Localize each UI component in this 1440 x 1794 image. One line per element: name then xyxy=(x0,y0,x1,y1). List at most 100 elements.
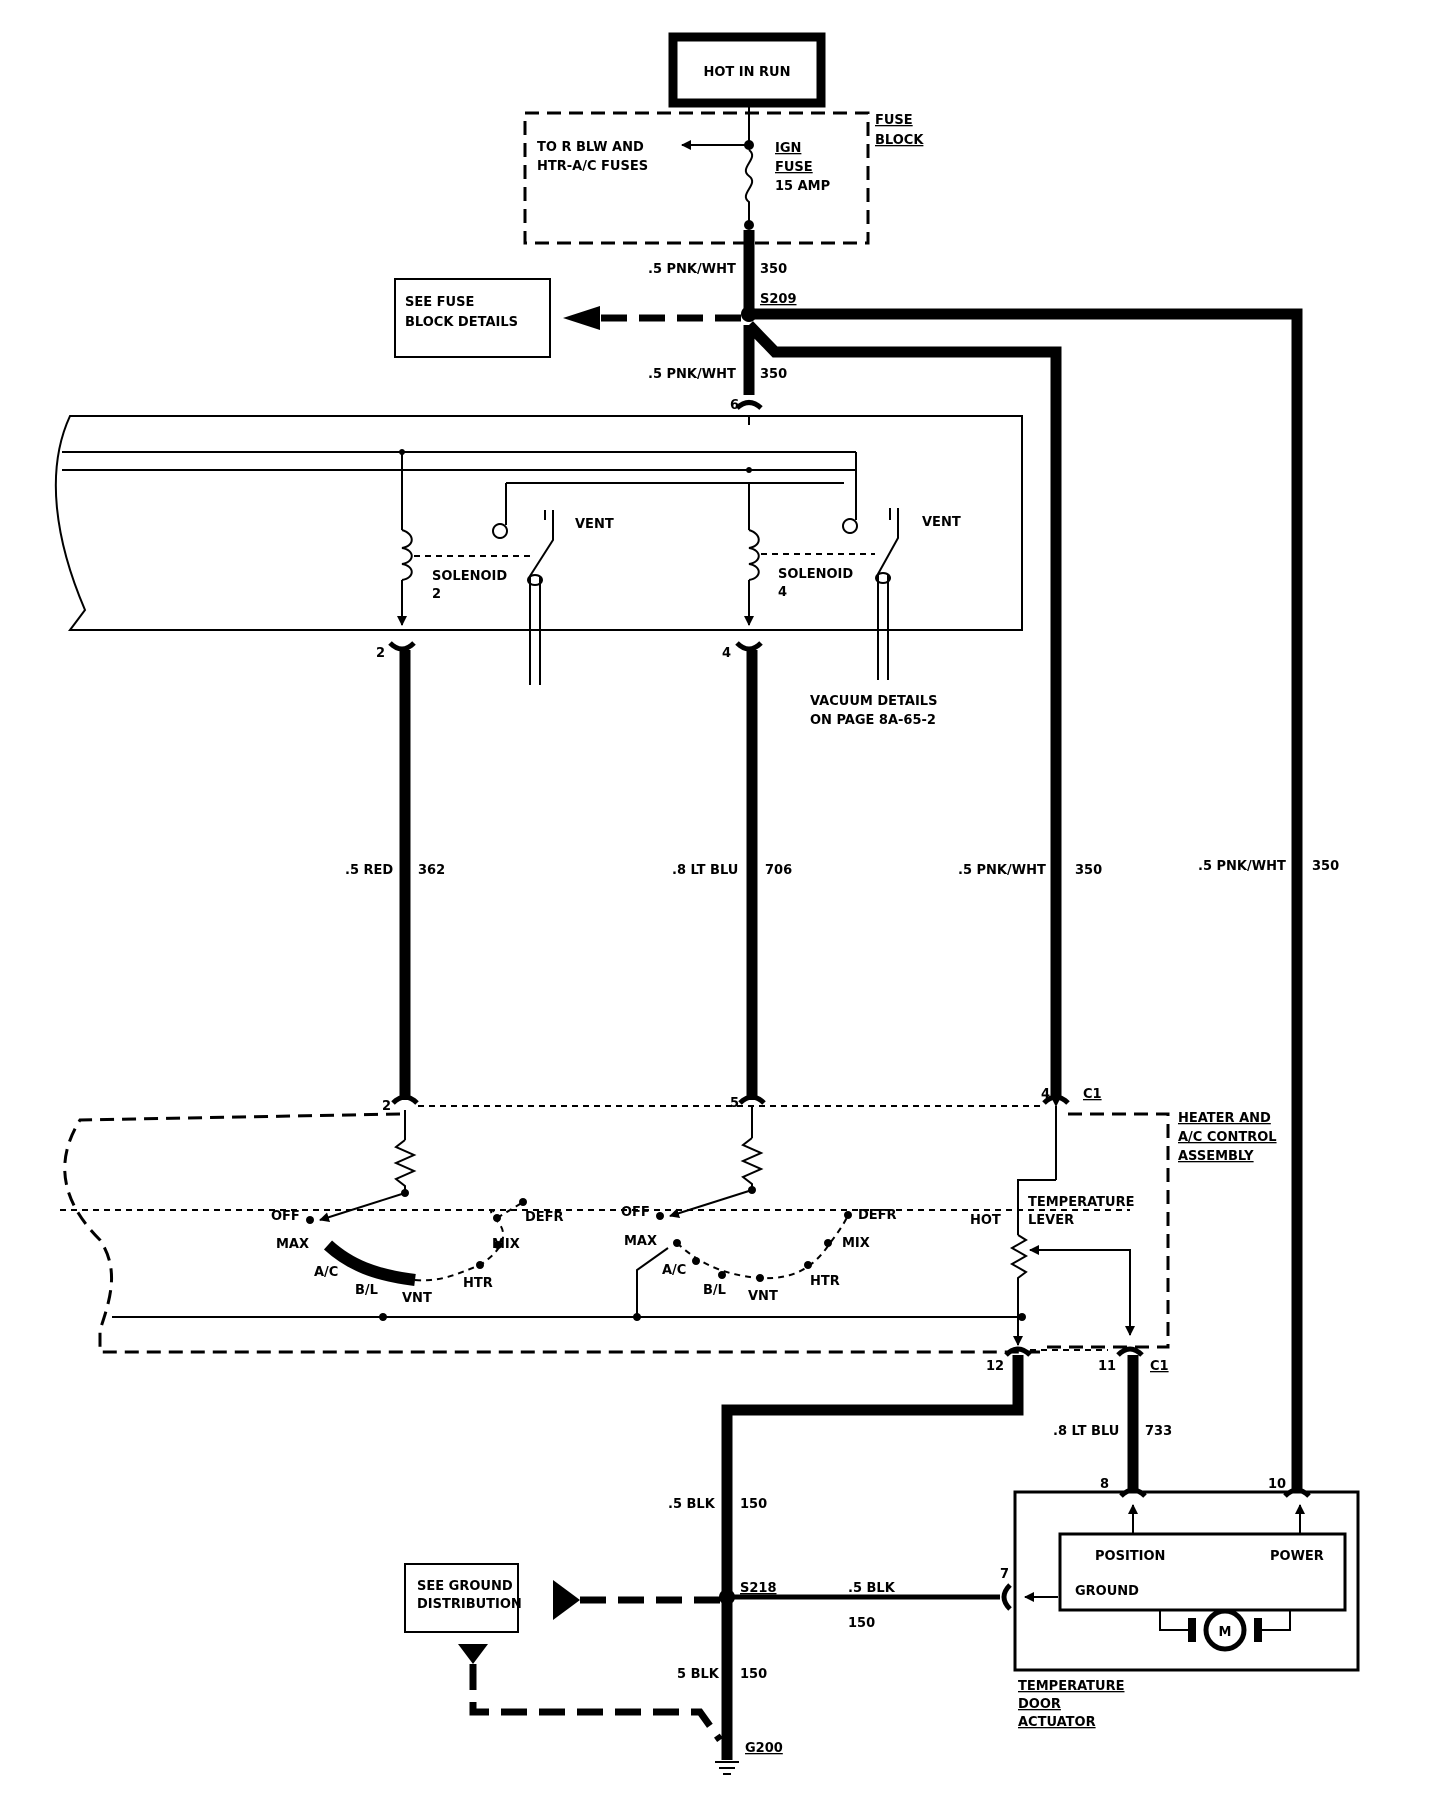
svg-text:HTR: HTR xyxy=(463,1276,493,1291)
heater-ac-control-assembly: HEATER AND A/C CONTROL ASSEMBLY xyxy=(60,1111,1277,1354)
svg-text:ACTUATOR: ACTUATOR xyxy=(1018,1715,1096,1730)
svg-text:LEVER: LEVER xyxy=(1028,1213,1074,1228)
svg-text:OFF: OFF xyxy=(271,1209,300,1224)
svg-text:HTR-A/C FUSES: HTR-A/C FUSES xyxy=(537,159,648,174)
svg-text:C1: C1 xyxy=(1150,1359,1169,1374)
svg-text:SEE FUSE: SEE FUSE xyxy=(405,295,474,310)
svg-text:5 BLK: 5 BLK xyxy=(677,1667,720,1682)
svg-text:A/C: A/C xyxy=(662,1263,686,1278)
svg-text:HOT IN RUN: HOT IN RUN xyxy=(703,65,790,80)
fuse-symbol xyxy=(744,149,754,225)
svg-text:GROUND: GROUND xyxy=(1075,1584,1139,1599)
svg-text:A/C CONTROL: A/C CONTROL xyxy=(1178,1130,1277,1145)
svg-text:VNT: VNT xyxy=(748,1289,778,1304)
svg-text:HOT: HOT xyxy=(970,1213,1001,1228)
svg-text:BLOCK: BLOCK xyxy=(875,133,924,148)
svg-text:POSITION: POSITION xyxy=(1095,1549,1165,1564)
svg-text:VENT: VENT xyxy=(575,517,614,532)
svg-text:DEFR: DEFR xyxy=(858,1208,897,1223)
ground-g200: G200 xyxy=(715,1741,783,1775)
svg-text:350: 350 xyxy=(760,262,787,277)
svg-text:350: 350 xyxy=(760,367,787,382)
temperature-door-actuator: POSITION POWER GROUND M TEMPERATURE DOOR… xyxy=(1013,1490,1360,1730)
solenoid-2: SOLENOID 2 xyxy=(397,478,530,626)
wire-150 xyxy=(721,1355,1024,1760)
svg-text:SOLENOID: SOLENOID xyxy=(432,569,507,584)
svg-text:2: 2 xyxy=(382,1099,391,1114)
svg-text:.5 BLK: .5 BLK xyxy=(848,1581,896,1596)
svg-text:.5 PNK/WHT: .5 PNK/WHT xyxy=(648,367,736,382)
svg-text:733: 733 xyxy=(1145,1424,1172,1439)
svg-text:DISTRIBUTION: DISTRIBUTION xyxy=(417,1597,522,1612)
svg-text:.5 PNK/WHT: .5 PNK/WHT xyxy=(958,863,1046,878)
svg-text:S209: S209 xyxy=(760,292,797,307)
svg-text:4: 4 xyxy=(1041,1087,1050,1102)
svg-text:.5 PNK/WHT: .5 PNK/WHT xyxy=(648,262,736,277)
wire-350-center xyxy=(745,321,1062,1100)
svg-text:MIX: MIX xyxy=(842,1236,870,1251)
svg-text:FUSE: FUSE xyxy=(775,160,813,175)
mode-switch-1: OFF MAX A/C B/L VNT HTR MIX DEFR xyxy=(271,1110,564,1321)
svg-text:362: 362 xyxy=(418,863,445,878)
svg-text:150: 150 xyxy=(740,1497,767,1512)
svg-text:350: 350 xyxy=(1075,863,1102,878)
svg-text:IGN: IGN xyxy=(775,141,801,156)
svg-text:12: 12 xyxy=(986,1359,1004,1374)
svg-text:6: 6 xyxy=(730,398,739,413)
svg-text:5: 5 xyxy=(730,1096,739,1111)
svg-text:.5 PNK/WHT: .5 PNK/WHT xyxy=(1198,859,1286,874)
svg-text:8: 8 xyxy=(1100,1477,1109,1492)
wire-350-right xyxy=(749,308,1303,1493)
svg-text:15 AMP: 15 AMP xyxy=(775,179,830,194)
svg-text:DOOR: DOOR xyxy=(1018,1697,1061,1712)
svg-text:ASSEMBLY: ASSEMBLY xyxy=(1178,1149,1254,1164)
svg-text:SOLENOID: SOLENOID xyxy=(778,567,853,582)
svg-text:M: M xyxy=(1219,1625,1232,1640)
svg-text:OFF: OFF xyxy=(621,1205,650,1220)
hot-in-run-box: HOT IN RUN xyxy=(668,32,826,108)
svg-text:.8 LT BLU: .8 LT BLU xyxy=(1053,1424,1119,1439)
svg-text:B/L: B/L xyxy=(703,1283,726,1298)
see-fuse-block-box: SEE FUSE BLOCK DETAILS xyxy=(394,278,551,358)
svg-text:150: 150 xyxy=(848,1616,875,1631)
svg-text:MAX: MAX xyxy=(624,1234,657,1249)
svg-text:10: 10 xyxy=(1268,1477,1286,1492)
svg-text:C1: C1 xyxy=(1083,1087,1102,1102)
vent-valve-4: VENT xyxy=(875,508,961,680)
solenoid-4: SOLENOID 4 xyxy=(744,483,875,626)
svg-text:VENT: VENT xyxy=(922,515,961,530)
svg-text:TEMPERATURE: TEMPERATURE xyxy=(1018,1679,1124,1694)
svg-text:SEE GROUND: SEE GROUND xyxy=(417,1579,513,1594)
svg-text:HTR: HTR xyxy=(810,1274,840,1289)
svg-text:VACUUM DETAILS: VACUUM DETAILS xyxy=(810,694,937,709)
see-ground-box: SEE GROUND DISTRIBUTION xyxy=(404,1563,522,1633)
svg-text:350: 350 xyxy=(1312,859,1339,874)
svg-text:POWER: POWER xyxy=(1270,1549,1324,1564)
svg-text:VNT: VNT xyxy=(402,1291,432,1306)
svg-text:DEFR: DEFR xyxy=(525,1210,564,1225)
svg-text:ON PAGE 8A-65-2: ON PAGE 8A-65-2 xyxy=(810,713,936,728)
svg-text:TEMPERATURE: TEMPERATURE xyxy=(1028,1195,1134,1210)
svg-text:4: 4 xyxy=(722,646,731,661)
vent-valve-2: VENT xyxy=(527,510,614,685)
svg-text:2: 2 xyxy=(432,587,441,602)
svg-text:7: 7 xyxy=(1000,1567,1009,1582)
svg-text:FUSE: FUSE xyxy=(875,113,913,128)
svg-text:B/L: B/L xyxy=(355,1283,378,1298)
svg-text:MAX: MAX xyxy=(276,1237,309,1252)
svg-text:11: 11 xyxy=(1098,1359,1116,1374)
svg-text:A/C: A/C xyxy=(314,1265,338,1280)
solenoid-module xyxy=(54,415,1023,631)
svg-text:TO R BLW AND: TO R BLW AND xyxy=(537,140,644,155)
fuse-block: FUSE BLOCK TO R BLW AND HTR-A/C FUSES IG… xyxy=(523,103,924,245)
svg-text:706: 706 xyxy=(765,863,792,878)
temperature-lever: TEMPERATURE LEVER HOT xyxy=(970,1097,1135,1336)
motor-icon xyxy=(1203,1608,1247,1652)
svg-text:BLOCK DETAILS: BLOCK DETAILS xyxy=(405,315,518,330)
svg-text:MIX: MIX xyxy=(492,1237,520,1252)
svg-text:HEATER AND: HEATER AND xyxy=(1178,1111,1271,1126)
mode-switch-2: OFF MAX A/C B/L VNT HTR MIX DEFR xyxy=(621,1106,897,1321)
svg-text:G200: G200 xyxy=(745,1741,783,1756)
svg-text:150: 150 xyxy=(740,1667,767,1682)
